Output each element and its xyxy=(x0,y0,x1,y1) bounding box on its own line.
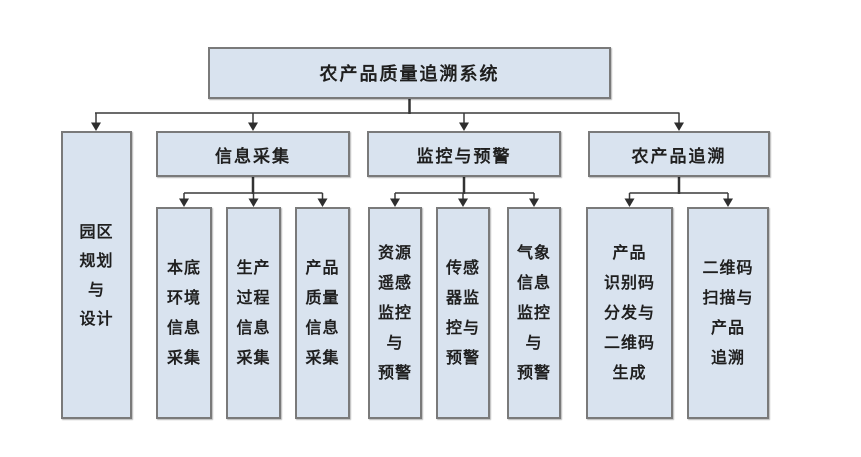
leaf-production-process-info-node: 生产 过程 信息 采集 xyxy=(226,207,281,419)
connector-root-branches xyxy=(91,99,684,131)
branch-info-collection-node: 信息采集 xyxy=(156,131,350,177)
leaf-id-code-qr-generation-node: 产品 识别码 分发与 二维码 生成 xyxy=(586,207,673,419)
branch-monitoring-warning-node: 监控与预警 xyxy=(367,131,561,177)
leaf-qr-scan-traceability-node: 二维码 扫描与 产品 追溯 xyxy=(687,207,769,419)
connector-monitor-children xyxy=(390,177,539,207)
leaf-sensor-monitor-node: 传感 器监 控与 预警 xyxy=(436,207,490,419)
leaf-background-env-info-node: 本底 环境 信息 采集 xyxy=(156,207,212,419)
leaf-remote-sensing-monitor-node: 资源 遥感 监控 与 预警 xyxy=(368,207,422,419)
connector-info-children xyxy=(179,177,328,207)
connector-trace-children xyxy=(624,177,733,207)
leaf-weather-info-monitor-node: 气象 信息 监控 与 预警 xyxy=(507,207,561,419)
root-node: 农产品质量追溯系统 xyxy=(208,47,611,99)
leaf-product-quality-info-node: 产品 质量 信息 采集 xyxy=(295,207,350,419)
branch-park-planning-node: 园区 规划 与 设计 xyxy=(61,131,132,419)
branch-product-traceability-node: 农产品追溯 xyxy=(588,131,770,177)
